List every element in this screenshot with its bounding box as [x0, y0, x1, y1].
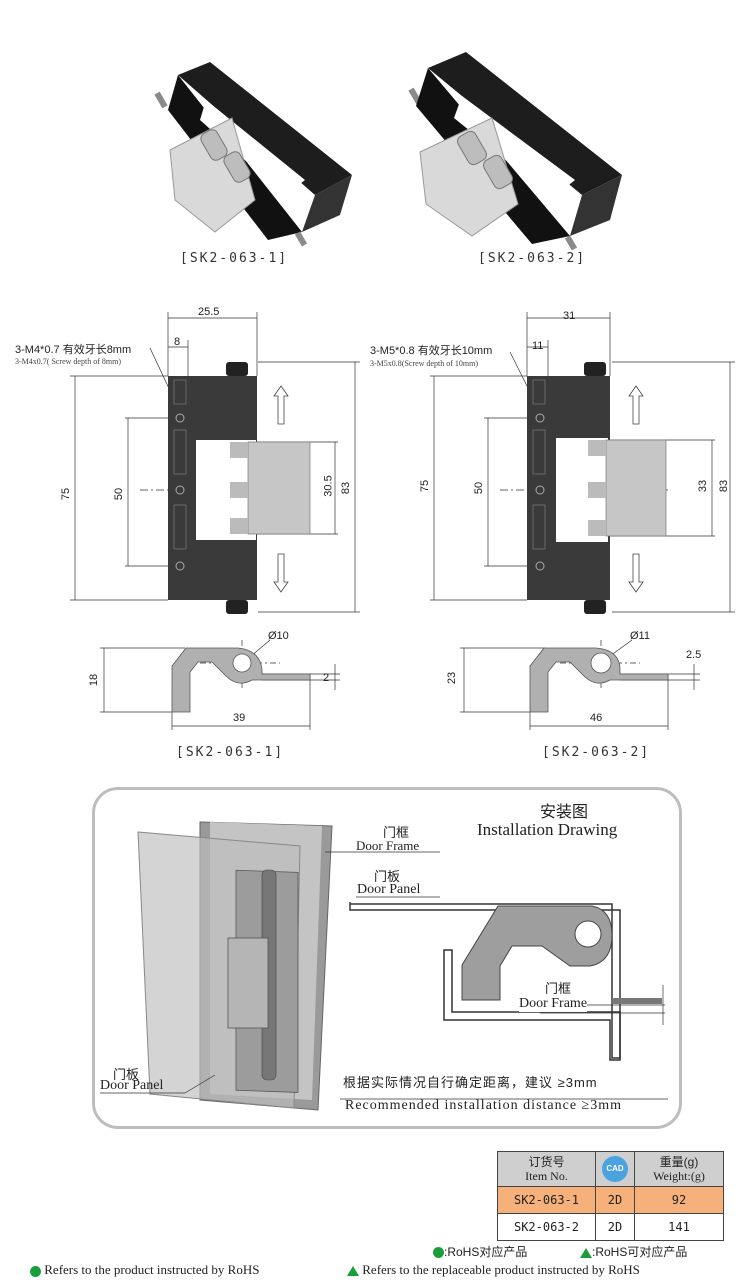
photo-caption-1: [SK2-063-1]	[180, 251, 289, 266]
thread-note-en-2: 3-M5x0.8(Screw depth of 10mm)	[370, 359, 478, 368]
cad-icon: CAD	[602, 1156, 628, 1182]
table-row: SK2-063-2 2D 141	[497, 1213, 724, 1241]
thread-note-1: 3-M4*0.7 有效牙长8mm	[15, 344, 132, 356]
row-weight: 141	[634, 1213, 724, 1241]
rohs-dot-icon	[433, 1247, 444, 1259]
dim-offset-1: 8	[174, 336, 181, 348]
hinge-photo-2	[408, 52, 622, 251]
legend-rohs-cn-row: :RoHS对应产品	[433, 1243, 527, 1260]
row-item: SK2-063-1	[497, 1186, 596, 1214]
dim-2-5: 2.5	[686, 649, 702, 661]
dim-75-2: 75	[419, 479, 432, 493]
door-frame-cn: 门框	[383, 825, 410, 840]
dim-33: 33	[697, 479, 710, 493]
rohs-triangle-icon	[580, 1247, 592, 1258]
legend-rohs-rep-en-row: Refers to the replaceable product instru…	[347, 1262, 640, 1278]
dim-75-1: 75	[60, 487, 73, 501]
dim-23: 23	[446, 671, 459, 685]
col-item-en: Item No.	[525, 1169, 568, 1183]
col-weight-cn: 重量(g)	[659, 1155, 699, 1169]
table-header-row: 订货号 Item No. CAD 重量(g) Weight:(g)	[497, 1151, 724, 1187]
install-title-cn: 安装图	[540, 804, 589, 821]
thread-note-en-1: 3-M4x0.7( Screw depth of 8mm)	[15, 357, 121, 366]
table-row: SK2-063-1 2D 92	[497, 1186, 724, 1214]
dim-50-2: 50	[473, 481, 486, 495]
install-title-en: Installation Drawing	[477, 820, 618, 839]
drawing-caption-1: [SK2-063-1]	[176, 745, 285, 760]
recommend-en: Recommended installation distance ≥3mm	[345, 1098, 623, 1113]
dim-83-1: 83	[340, 481, 353, 495]
row-cad[interactable]: 2D	[595, 1213, 635, 1241]
rohs-triangle-icon	[347, 1266, 359, 1277]
legend-rohs-en: Refers to the product instructed by RoHS	[44, 1262, 260, 1277]
col-item-cn: 订货号	[528, 1155, 565, 1169]
row-item: SK2-063-2	[497, 1213, 596, 1241]
dim-width-1: 25.5	[198, 306, 220, 318]
legend-rohs-rep-cn-row: :RoHS可对应产品	[580, 1243, 687, 1260]
recommend-cn: 根据实际情况自行确定距离，建议 ≥3mm	[343, 1075, 598, 1090]
spec-table: 订货号 Item No. CAD 重量(g) Weight:(g) SK2-06…	[497, 1151, 724, 1241]
dim-width-2: 31	[563, 310, 576, 322]
dim-18: 18	[88, 673, 101, 687]
hinge-photo-1	[154, 62, 352, 247]
drawing-caption-2: [SK2-063-2]	[542, 745, 651, 760]
row-weight: 92	[634, 1186, 724, 1214]
photo-caption-2: [SK2-063-2]	[478, 251, 587, 266]
dim-46: 46	[590, 712, 603, 724]
col-cad-header: CAD	[595, 1151, 635, 1187]
dim-d11: Ø11	[630, 630, 650, 642]
panel2-en: Door Panel	[100, 1078, 164, 1093]
dim-50-1: 50	[113, 487, 126, 501]
col-weight-en: Weight:(g)	[653, 1169, 705, 1183]
legend-rohs-cn: :RoHS对应产品	[444, 1245, 528, 1259]
col-item-header: 订货号 Item No.	[497, 1151, 596, 1187]
door-panel-en: Door Panel	[357, 882, 421, 897]
dim-39: 39	[233, 712, 246, 724]
dim-83-2: 83	[718, 479, 731, 493]
legend-rohs-rep-en: Refers to the replaceable product instru…	[362, 1262, 640, 1277]
dim-offset-2: 11	[532, 340, 544, 352]
dim-2: 2	[323, 672, 330, 684]
thread-note-2: 3-M5*0.8 有效牙长10mm	[370, 345, 493, 357]
legend-rohs-en-row: Refers to the product instructed by RoHS	[30, 1262, 259, 1278]
panel2-cn: 门板	[113, 1067, 140, 1082]
door-panel-cn: 门板	[374, 869, 401, 884]
frame2-cn: 门框	[545, 981, 572, 996]
door-frame-en: Door Frame	[356, 838, 420, 853]
row-cad[interactable]: 2D	[595, 1186, 635, 1214]
dim-30-5-1: 30.5	[322, 475, 335, 497]
legend-rohs-rep-cn: :RoHS可对应产品	[592, 1245, 688, 1259]
col-weight-header: 重量(g) Weight:(g)	[634, 1151, 724, 1187]
rohs-dot-icon	[30, 1265, 41, 1277]
dim-d10: Ø10	[268, 630, 289, 642]
frame2-en: Door Frame	[519, 996, 588, 1012]
